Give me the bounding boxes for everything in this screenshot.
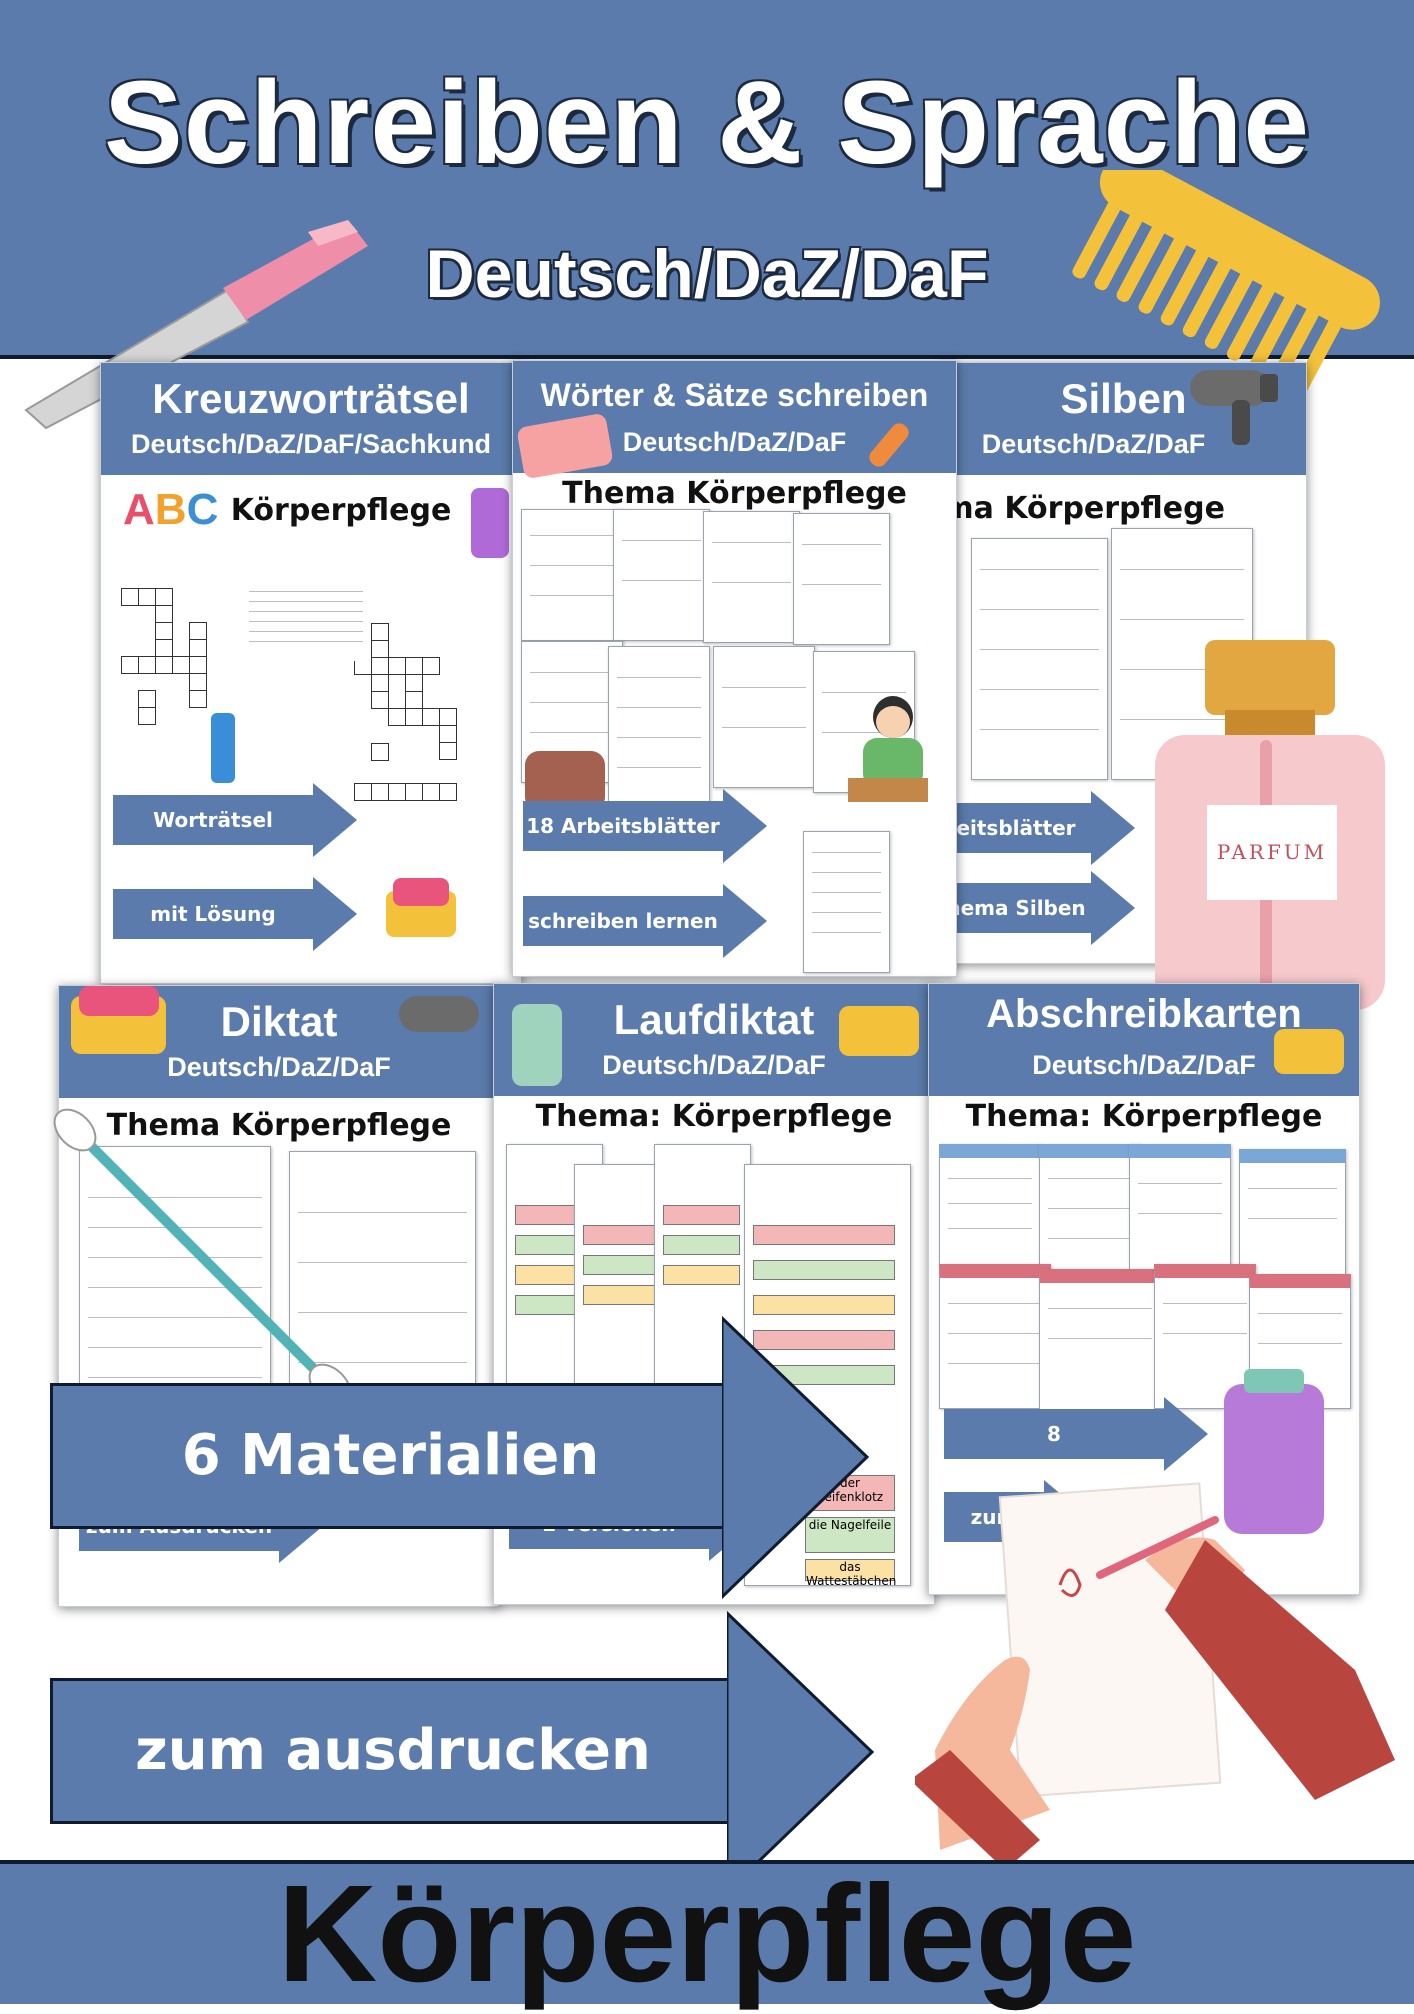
writing-hands-icon (915, 1482, 1395, 1860)
arrow-arbeitsblaetter: eitsblätter (941, 791, 1135, 865)
abc-icon: ABC (123, 485, 219, 534)
arrow-6-materialien: 6 Materialien (50, 1315, 870, 1600)
arrow-worttraetsel: Worträtsel (113, 783, 357, 857)
footer-band (0, 1860, 1414, 2004)
worksheet-preview (971, 538, 1108, 780)
arrow-mit-loesung: mit Lösung (113, 877, 357, 951)
card-thema: Thema Körperpflege (106, 1108, 452, 1143)
card-header: Kreuzworträtsel Deutsch/DaZ/DaF/Sachkund (101, 363, 521, 475)
arrow-6-materialien-label: 6 Materialien (50, 1383, 728, 1529)
lotion-bottle-icon (1224, 1384, 1324, 1534)
word-card: das Wattestäbchen (805, 1559, 897, 1588)
card-subtitle: Deutsch/DaZ/DaF (167, 1052, 391, 1082)
perfume-bottle-icon: PARFUM (1155, 640, 1385, 1010)
crossword-grid (121, 588, 139, 606)
card-thema: Thema: Körperpflege (965, 1099, 1323, 1134)
card-title: Wörter & Sätze schreiben (540, 377, 929, 413)
hair-dryer-icon (1190, 370, 1278, 445)
main-title: Schreiben & Sprache (104, 57, 1310, 189)
card-subtitle: Deutsch/DaZ/DaF (602, 1050, 826, 1080)
arrow-18-arbeitsblaetter: 18 Arbeitsblätter (523, 789, 767, 863)
perfume-label: PARFUM (1207, 805, 1337, 900)
card-thema: ema Körperpflege (940, 491, 1225, 526)
card-title: Abschreibkarten (986, 992, 1302, 1036)
word-card: die Nagelfeile (805, 1517, 895, 1553)
clue-text (241, 581, 371, 661)
soap-dispenser-icon (512, 1004, 562, 1086)
card-title: Laufdiktat (613, 996, 815, 1043)
arrow-schreiben-lernen: schreiben lernen (523, 884, 767, 958)
subtitle: Deutsch/DaZ/DaF (425, 236, 989, 312)
card-abschreibkarten: Abschreibkarten Deutsch/DaZ/DaF Thema: K… (928, 983, 1360, 1595)
card-subtitle: Deutsch/DaZ/DaF (1032, 1050, 1256, 1080)
card-thema: Körperpflege (230, 493, 452, 528)
comb-icon (1072, 170, 1380, 396)
card-title: Diktat (220, 998, 338, 1045)
card-subtitle: Deutsch/DaZ/DaF (622, 427, 847, 457)
arrow-thema-silben: hema Silben (941, 871, 1135, 945)
arrow-8-abschreibkarteien: 8 Abschreibkarteien (944, 1397, 1208, 1496)
card-subtitle: Deutsch/DaZ/DaF (981, 429, 1206, 459)
arrow-zum-ausdrucken-label: zum ausdrucken (50, 1678, 733, 1824)
footer-title: Körperpflege (277, 1857, 1137, 2011)
card-kreuzwortraetsel: Kreuzworträtsel Deutsch/DaZ/DaF/Sachkund… (100, 362, 522, 984)
card-title: Kreuzworträtsel (152, 375, 470, 422)
card-thema: Thema: Körperpflege (535, 1099, 893, 1134)
towels-icon (839, 1006, 919, 1056)
child-writing-icon (848, 696, 928, 806)
card-title: Silben (1060, 375, 1187, 422)
lotion-bottle-icon (211, 713, 235, 783)
nail-file-icon (24, 220, 368, 430)
hair-dryer-icon (399, 996, 479, 1032)
shampoo-bottle-icon (471, 488, 509, 558)
arrow-zum-ausdrucken: zum ausdrucken (50, 1610, 875, 1895)
card-subtitle: Deutsch/DaZ/DaF/Sachkund (130, 429, 492, 459)
copy-card-preview (939, 1144, 1041, 1269)
towels-icon (1274, 1029, 1344, 1074)
worksheet-preview (521, 509, 623, 641)
card-thema: Thema Körperpflege (562, 476, 907, 511)
card-header: Abschreibkarten Deutsch/DaZ/DaF (929, 984, 1359, 1096)
